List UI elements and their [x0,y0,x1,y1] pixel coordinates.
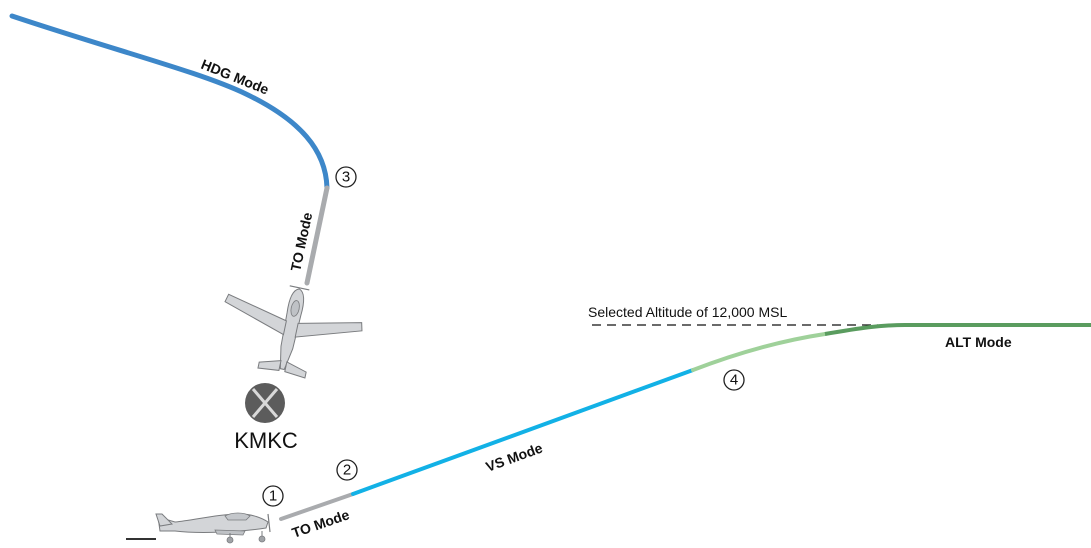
svg-text:3: 3 [342,169,350,186]
aircraft-top-view-icon [224,285,363,379]
marker-1: 1 [262,485,284,507]
marker-2: 2 [336,459,358,481]
marker-4: 4 [723,369,745,391]
airport-label: KMKC [234,428,298,453]
aircraft-side-view-icon [155,512,271,544]
airport-icon [245,383,285,423]
to-mode-path-bottom [279,492,355,521]
vs-mode-path [351,368,695,496]
svg-text:1: 1 [269,488,277,505]
svg-text:2: 2 [343,462,351,479]
alt-mode-path [824,323,1091,336]
to-mode-path-top [304,185,330,286]
alt-mode-label: ALT Mode [945,334,1012,350]
svg-text:4: 4 [730,372,738,389]
marker-3: 3 [335,166,357,188]
selected-altitude-label: Selected Altitude of 12,000 MSL [588,304,787,320]
hdg-mode-path [9,13,330,191]
altitude-capture-path [691,332,827,372]
